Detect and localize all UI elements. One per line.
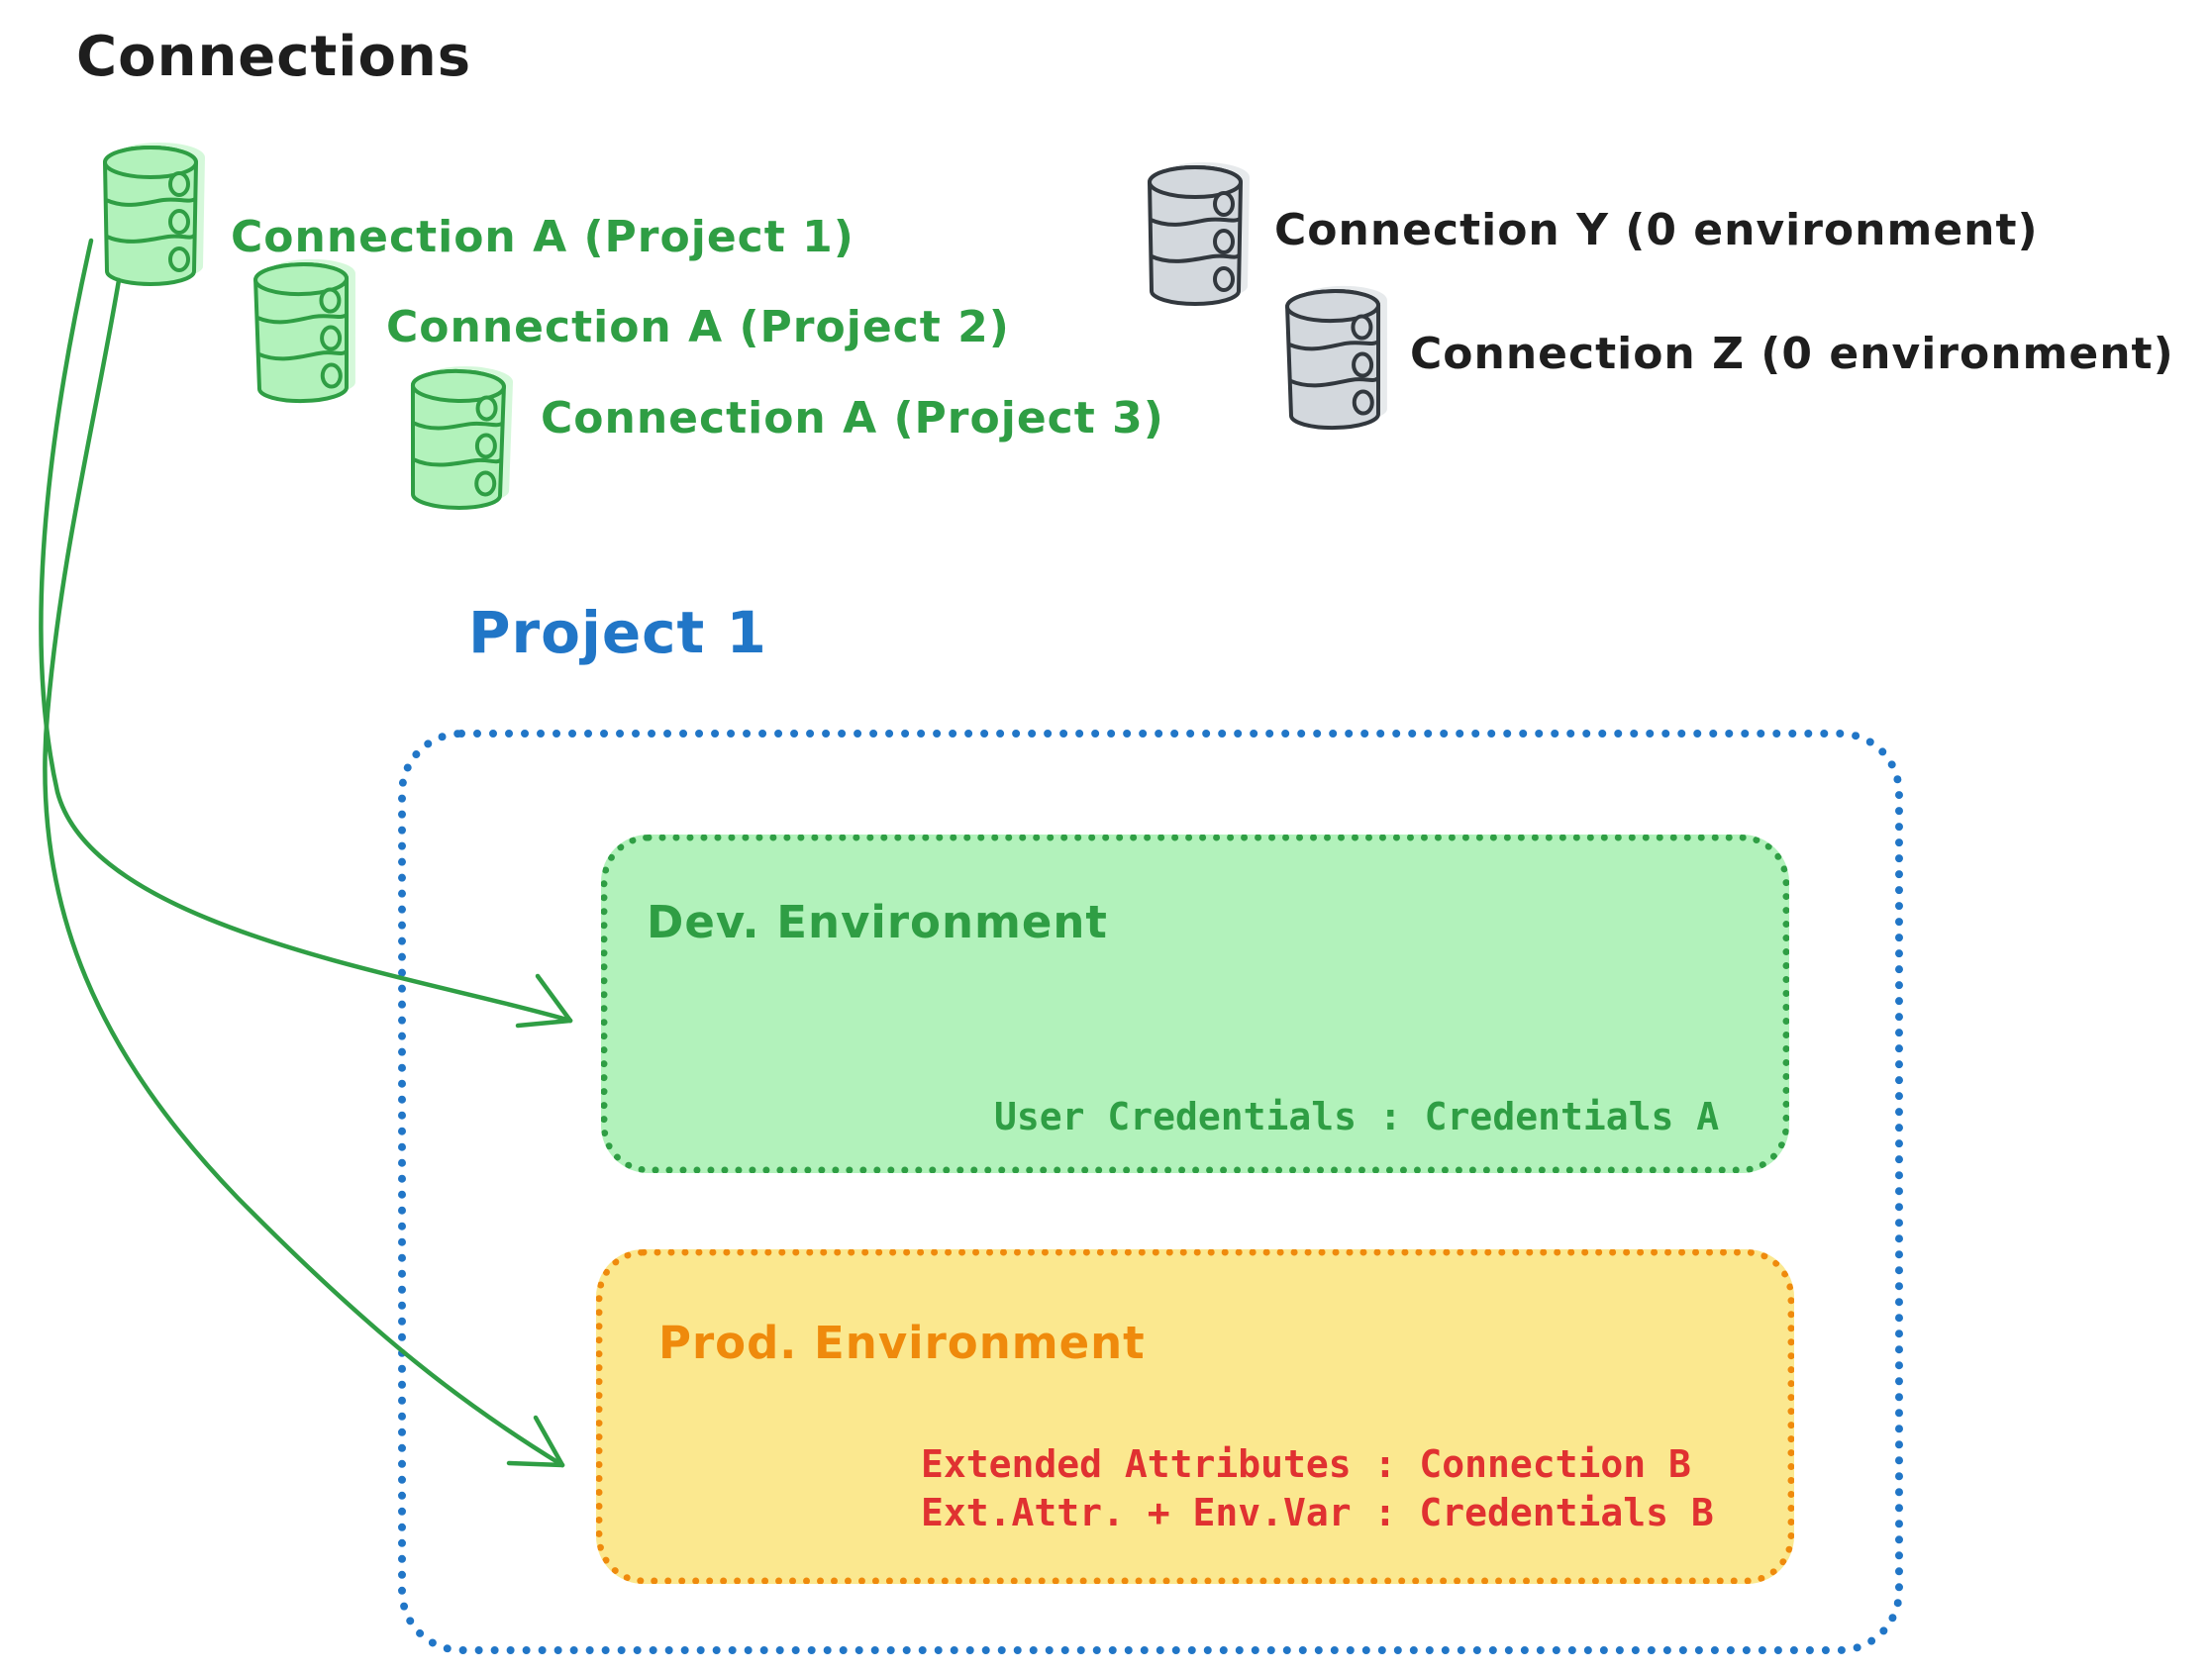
prod-mapping-line-2: Ext.Attr. + Env.Var : Credentials B (921, 1491, 1714, 1534)
database-icon (1148, 160, 1252, 306)
connection-a-project-3-label: Connection A (Project 3) (541, 393, 1164, 443)
connection-y-label: Connection Y (0 environment) (1274, 205, 2039, 255)
database-icon (408, 363, 516, 511)
prod-environment-title: Prod. Environment (658, 1317, 1146, 1369)
connection-z-label: Connection Z (0 environment) (1410, 329, 2174, 379)
connection-a-project-2-label: Connection A (Project 2) (386, 302, 1010, 352)
prod-mapping-text: Extended Attributes : Connection B Ext.A… (921, 1440, 1714, 1537)
dev-credentials-text: User Credentials : Credentials A (994, 1095, 1720, 1138)
project-title: Project 1 (468, 599, 767, 666)
prod-mapping-line-1: Extended Attributes : Connection B (921, 1442, 1691, 1486)
dev-environment-title: Dev. Environment (647, 896, 1108, 948)
prod-environment-box (596, 1249, 1794, 1584)
database-icon (252, 256, 360, 404)
dev-environment-box (601, 835, 1789, 1173)
database-icon (1284, 283, 1392, 431)
database-icon (103, 141, 207, 286)
connections-title: Connections (76, 25, 472, 89)
